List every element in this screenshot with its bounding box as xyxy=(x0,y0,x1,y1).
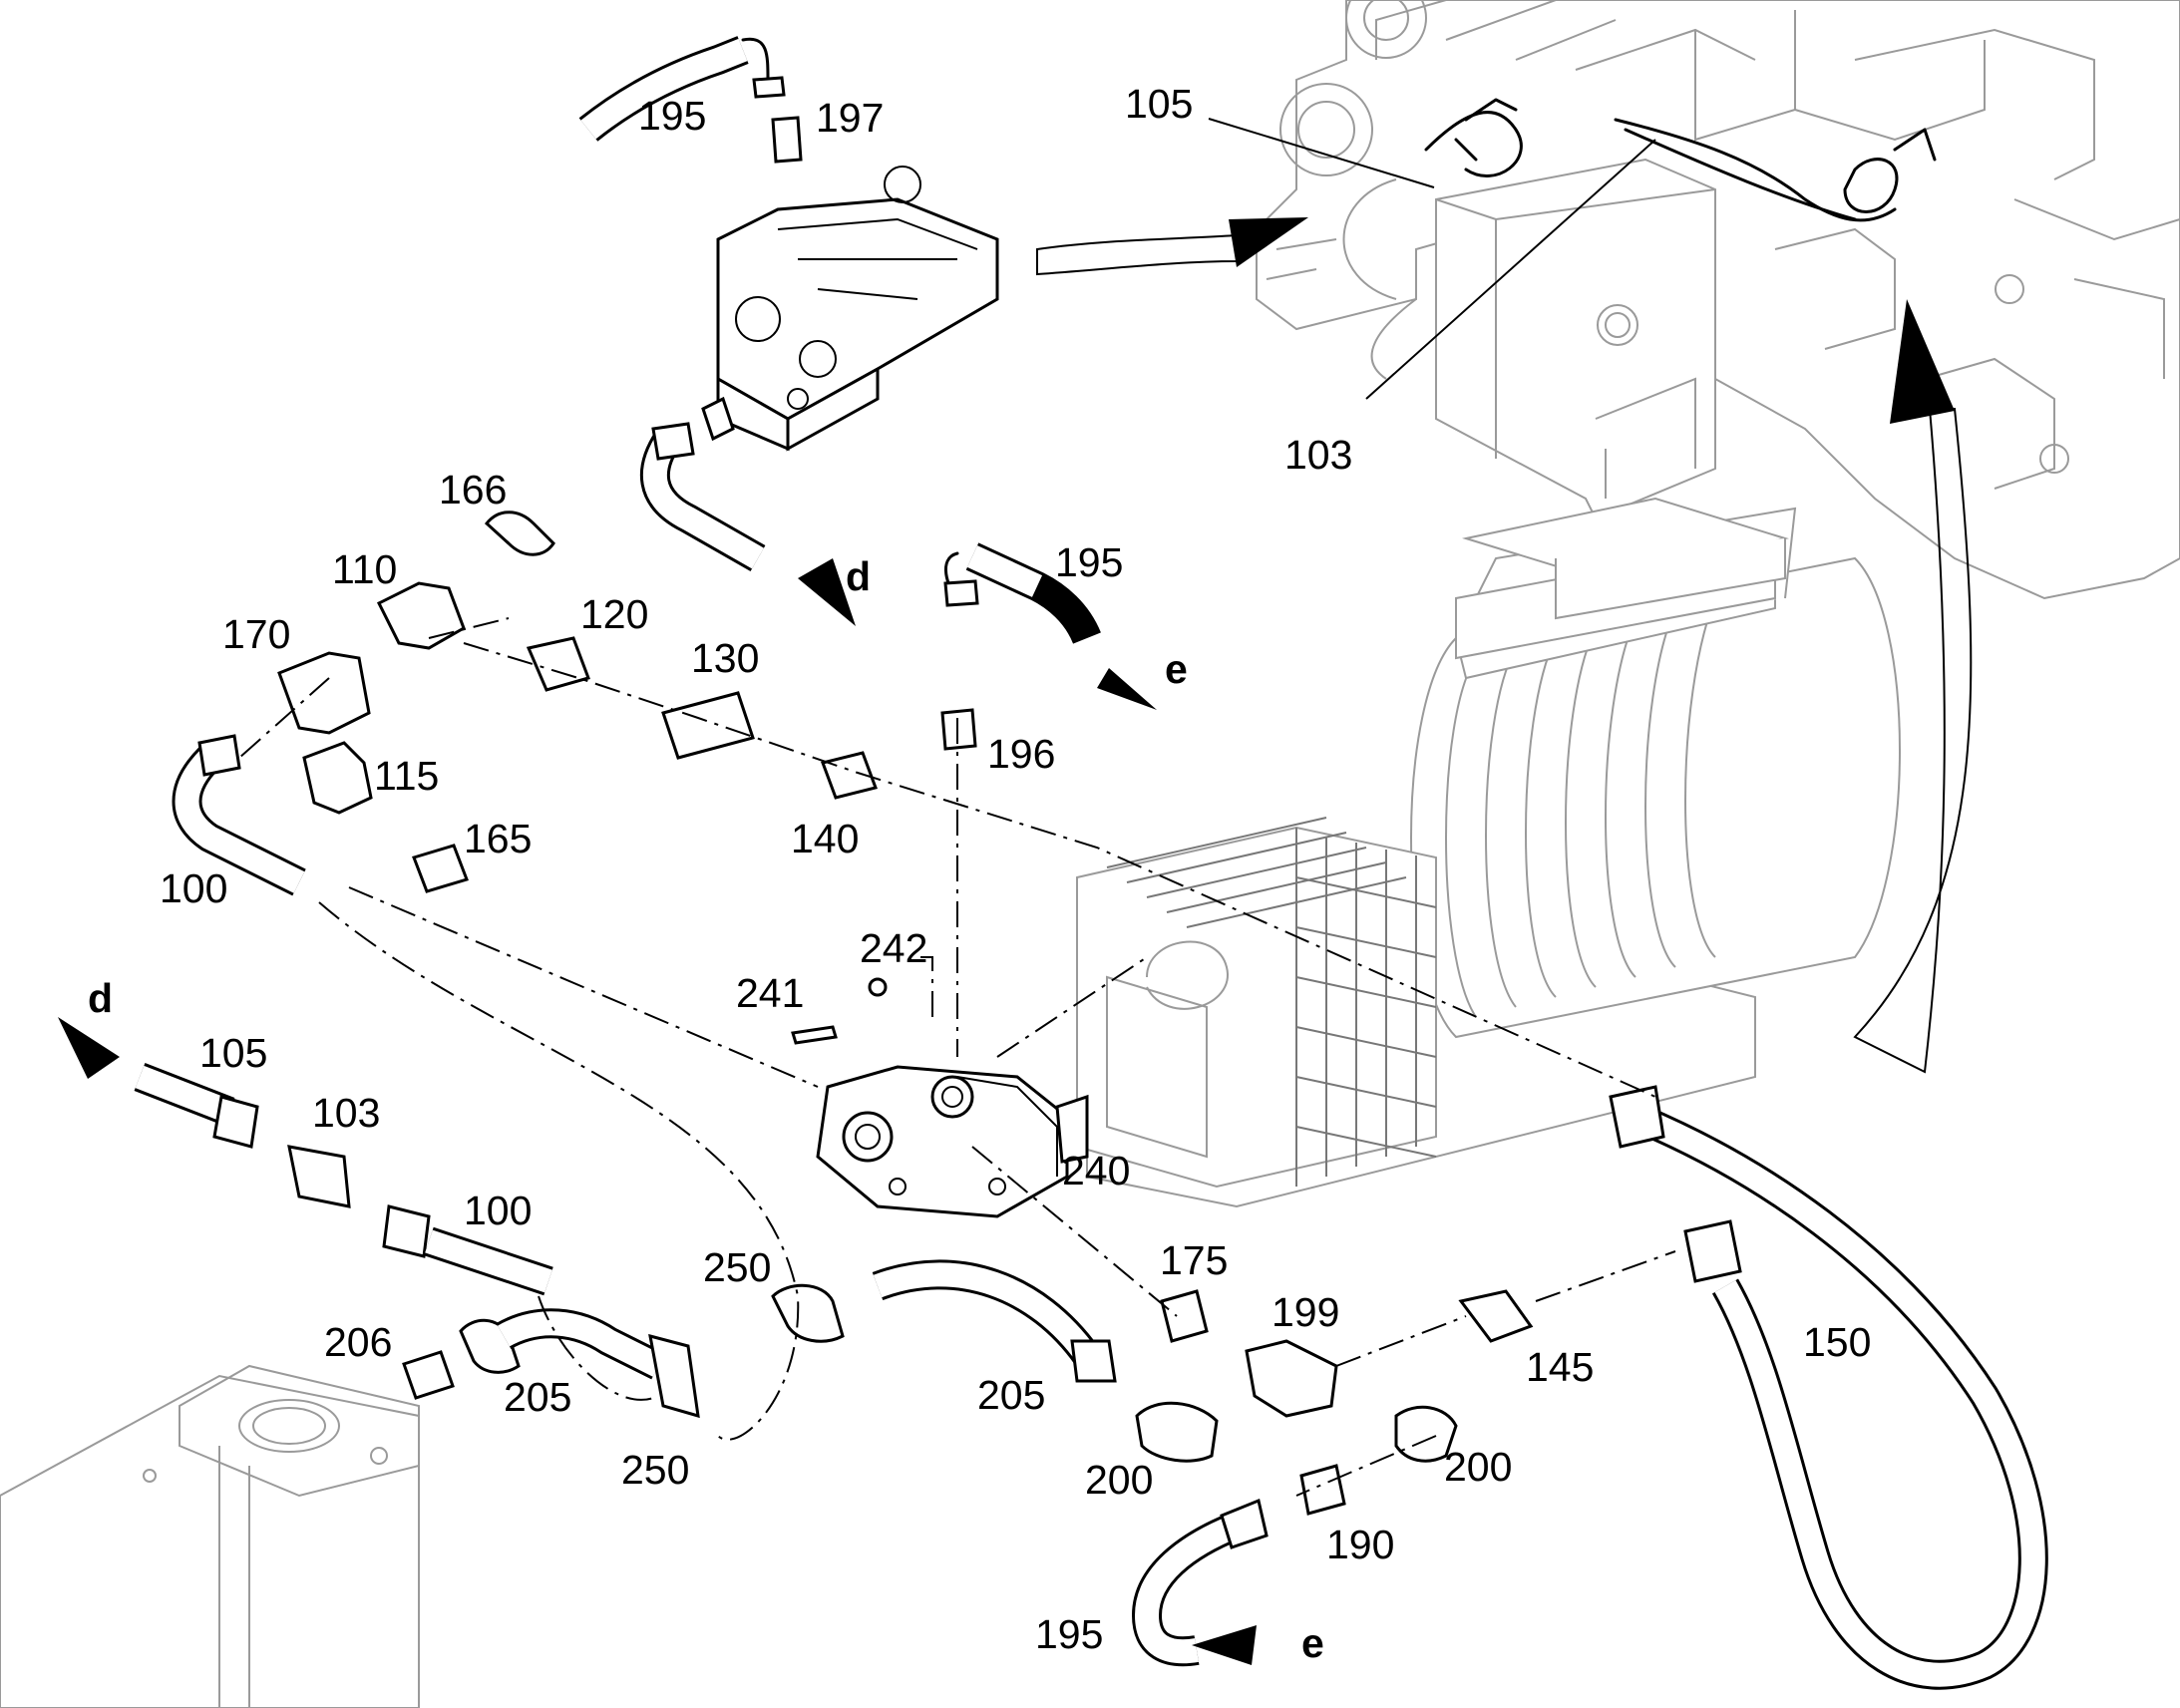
connection-d-left: d xyxy=(88,975,113,1021)
hydraulic-pump-top xyxy=(701,166,999,452)
coupling-130 xyxy=(661,691,755,760)
elbow-170 xyxy=(277,651,371,735)
hose-195-mid xyxy=(940,542,1157,751)
label-196: 196 xyxy=(987,731,1055,777)
label-205-right: 205 xyxy=(977,1372,1045,1418)
label-150: 150 xyxy=(1803,1319,1871,1365)
label-199: 199 xyxy=(1272,1289,1339,1335)
machine-assembly-background xyxy=(1256,0,2180,600)
label-103-top: 103 xyxy=(1284,432,1352,478)
label-105-top: 105 xyxy=(1125,81,1193,127)
elbow-199 xyxy=(1245,1339,1338,1418)
fittings-cluster-left xyxy=(172,511,878,896)
nipple-190 xyxy=(1299,1464,1346,1516)
label-195-mid: 195 xyxy=(1055,539,1123,585)
bolt-241 xyxy=(791,1025,838,1045)
label-195-top: 195 xyxy=(638,93,706,139)
tee-110 xyxy=(376,581,466,650)
label-140: 140 xyxy=(791,816,859,861)
washer-242 xyxy=(868,977,888,997)
part-labels: 195 197 105 103 166 110 170 120 130 115 … xyxy=(88,81,1871,1666)
clamp-250-a xyxy=(771,1283,845,1343)
nipple-165 xyxy=(412,844,469,893)
connection-e-bottom: e xyxy=(1301,1620,1324,1666)
hose-205-left xyxy=(402,1308,700,1419)
fittings-cluster-right xyxy=(1131,1289,1534,1667)
assembly-centerlines xyxy=(238,617,1676,1497)
label-103-left: 103 xyxy=(312,1090,380,1136)
label-100-low: 100 xyxy=(464,1188,532,1233)
label-200-b: 200 xyxy=(1444,1444,1512,1490)
label-242: 242 xyxy=(860,925,927,971)
label-165: 165 xyxy=(464,816,532,861)
leader-103-top xyxy=(1365,139,1656,400)
arrow-d-top xyxy=(798,558,856,626)
label-250-b: 250 xyxy=(621,1447,689,1493)
hose-150 xyxy=(1609,1085,2048,1690)
label-241: 241 xyxy=(736,970,804,1016)
nipple-140 xyxy=(821,751,878,800)
label-240: 240 xyxy=(1062,1148,1130,1194)
label-110: 110 xyxy=(332,546,397,592)
label-105-left: 105 xyxy=(199,1030,267,1076)
label-166: 166 xyxy=(439,467,507,512)
label-195-bottom: 195 xyxy=(1035,1611,1103,1657)
clamp-250-b xyxy=(648,1333,700,1419)
label-205-left: 205 xyxy=(504,1374,571,1420)
arrow-d-left xyxy=(58,1017,120,1079)
nipple-103 xyxy=(287,1145,351,1208)
leader-105-top xyxy=(1208,118,1435,188)
hose-pump-to-d xyxy=(640,422,856,626)
label-175: 175 xyxy=(1160,1237,1228,1283)
label-190: 190 xyxy=(1326,1522,1394,1567)
hydraulic-tank xyxy=(0,1364,420,1708)
label-115: 115 xyxy=(374,753,439,799)
hose-105-left xyxy=(58,1017,553,1296)
elbow-115 xyxy=(302,741,373,815)
adapter-120 xyxy=(526,636,590,692)
nipple-206 xyxy=(402,1350,455,1400)
label-130: 130 xyxy=(691,635,759,681)
label-206: 206 xyxy=(324,1319,392,1365)
label-100-left: 100 xyxy=(160,865,227,911)
arrow-e-bottom xyxy=(1192,1625,1257,1665)
adapter-145 xyxy=(1458,1289,1534,1343)
callout-arrows xyxy=(1036,217,1973,1074)
hose-205-right xyxy=(771,1259,1219,1463)
label-250-a: 250 xyxy=(703,1244,771,1290)
label-170: 170 xyxy=(222,611,290,657)
fitting-166 xyxy=(484,511,555,556)
label-120: 120 xyxy=(580,591,648,637)
nipple-175 xyxy=(1160,1289,1209,1343)
electric-motor xyxy=(1076,497,1901,1208)
label-145: 145 xyxy=(1526,1344,1594,1390)
connection-e-mid: e xyxy=(1165,646,1188,692)
hose-195-top xyxy=(578,36,803,164)
label-197: 197 xyxy=(816,95,884,141)
elbow-200-a xyxy=(1135,1401,1219,1463)
nipple-196 xyxy=(940,708,977,751)
gear-pump-240 xyxy=(791,977,1089,1218)
elbow-200-b xyxy=(1394,1405,1458,1463)
connection-d-top: d xyxy=(846,553,871,599)
label-200-a: 200 xyxy=(1085,1457,1153,1503)
arrow-e-mid xyxy=(1097,668,1157,710)
